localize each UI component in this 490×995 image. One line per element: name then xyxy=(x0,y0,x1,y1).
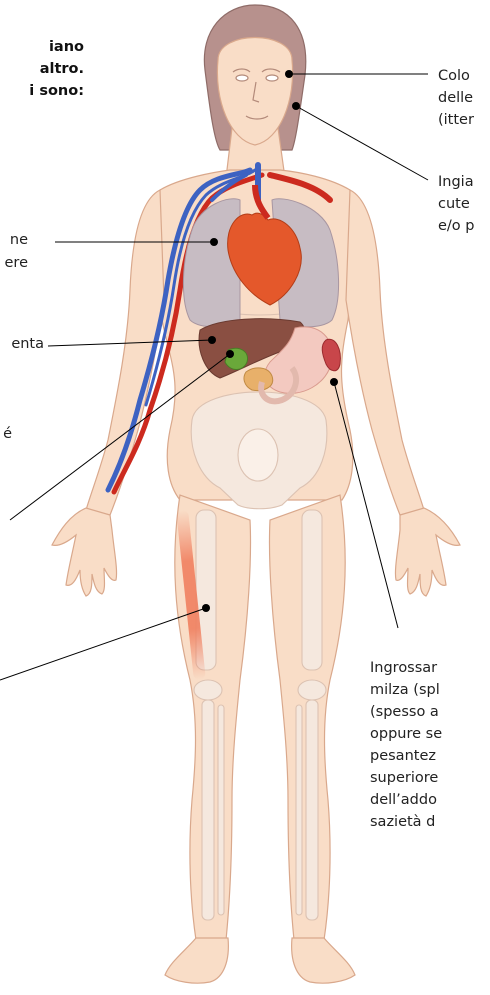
tibia-right xyxy=(306,700,318,920)
dot-liver xyxy=(208,336,216,344)
hand-right xyxy=(395,508,460,596)
dot-eye xyxy=(285,70,293,78)
arm-right xyxy=(346,190,424,515)
dot-leg xyxy=(202,604,210,612)
dot-lung xyxy=(210,238,218,246)
foot-right xyxy=(292,938,355,983)
dot-gallbladder xyxy=(226,350,234,358)
dot-cheek xyxy=(292,102,300,110)
knee-right xyxy=(298,680,326,700)
foot-left xyxy=(165,938,228,983)
tibia-left xyxy=(202,700,214,920)
dot-spleen xyxy=(330,378,338,386)
hand-left xyxy=(52,508,117,596)
knee-left xyxy=(194,680,222,700)
femur-right xyxy=(302,510,322,670)
